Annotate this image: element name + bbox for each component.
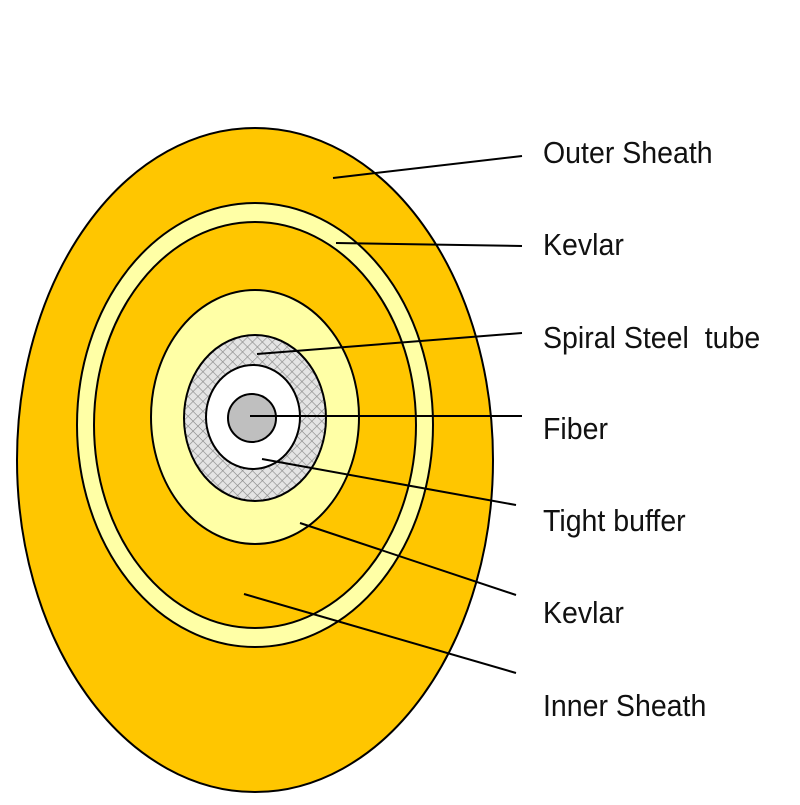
leader-line-kevlar-inner	[299, 522, 517, 596]
label-spiral-steel-tube: Spiral Steel tube	[543, 320, 761, 355]
leader-line-inner-sheath	[243, 593, 517, 674]
leader-line-spiral-steel-tube	[256, 332, 523, 355]
label-kevlar-inner: Kevlar	[543, 595, 624, 630]
fiber-core	[227, 393, 277, 443]
leader-lines	[243, 155, 523, 674]
label-tight-buffer: Tight buffer	[543, 503, 686, 538]
label-kevlar-outer: Kevlar	[543, 227, 624, 262]
label-inner-sheath: Inner Sheath	[543, 688, 707, 723]
label-fiber: Fiber	[543, 411, 608, 446]
leader-line-kevlar-outer	[335, 242, 523, 247]
leader-line-tight-buffer	[261, 458, 517, 506]
label-outer-sheath: Outer Sheath	[543, 135, 713, 170]
leader-line-outer-sheath	[332, 155, 523, 179]
